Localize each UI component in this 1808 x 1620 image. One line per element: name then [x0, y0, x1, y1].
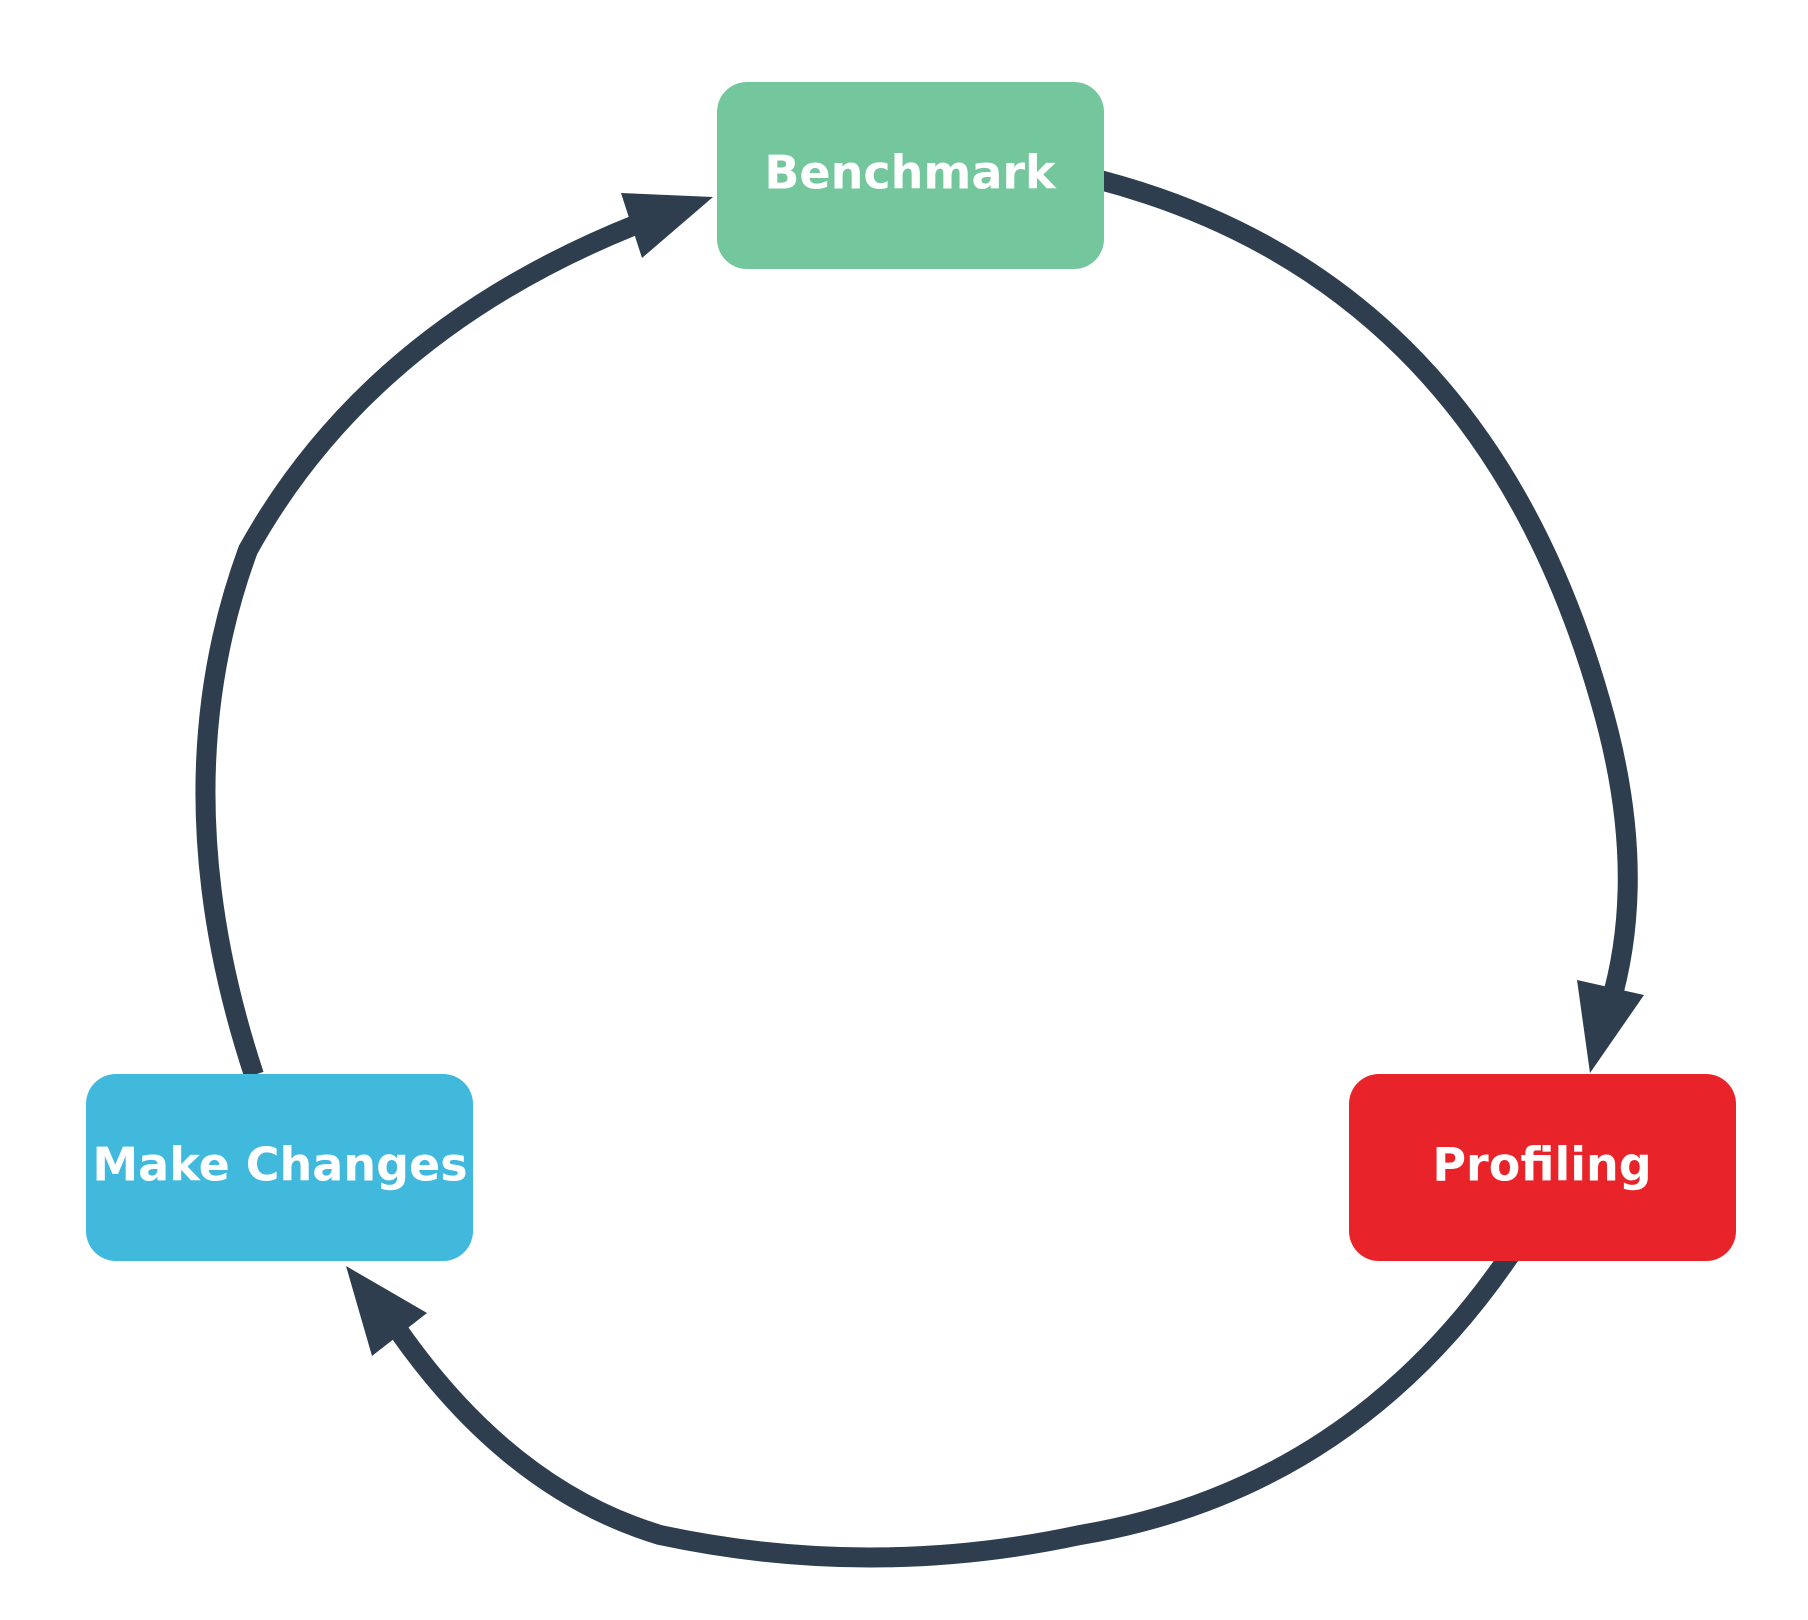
node-benchmark: Benchmark — [717, 82, 1104, 269]
node-profiling-box — [1349, 1074, 1736, 1261]
edge-make-changes-to-benchmark — [195, 193, 713, 1079]
node-benchmark-label: Benchmark — [764, 146, 1057, 200]
node-make-changes-box — [86, 1074, 473, 1261]
node-benchmark-box — [717, 82, 1104, 269]
node-profiling: Profiling — [1349, 1074, 1736, 1261]
arrow-line-profiling-to-make-changes — [389, 1249, 1519, 1568]
node-make-changes: Make Changes — [86, 1074, 473, 1261]
node-make-changes-label: Make Changes — [92, 1138, 467, 1192]
node-profiling-label: Profiling — [1432, 1138, 1651, 1192]
arrowhead-benchmark-icon — [621, 193, 713, 258]
edge-benchmark-to-profiling — [1097, 170, 1644, 1073]
arrowhead-make-changes-icon — [346, 1266, 427, 1356]
edge-profiling-to-make-changes — [346, 1249, 1519, 1568]
arrowhead-profiling-icon — [1577, 980, 1644, 1073]
arrow-line-make-changes-to-benchmark — [195, 213, 644, 1079]
arrow-line-benchmark-to-profiling — [1097, 170, 1638, 1008]
